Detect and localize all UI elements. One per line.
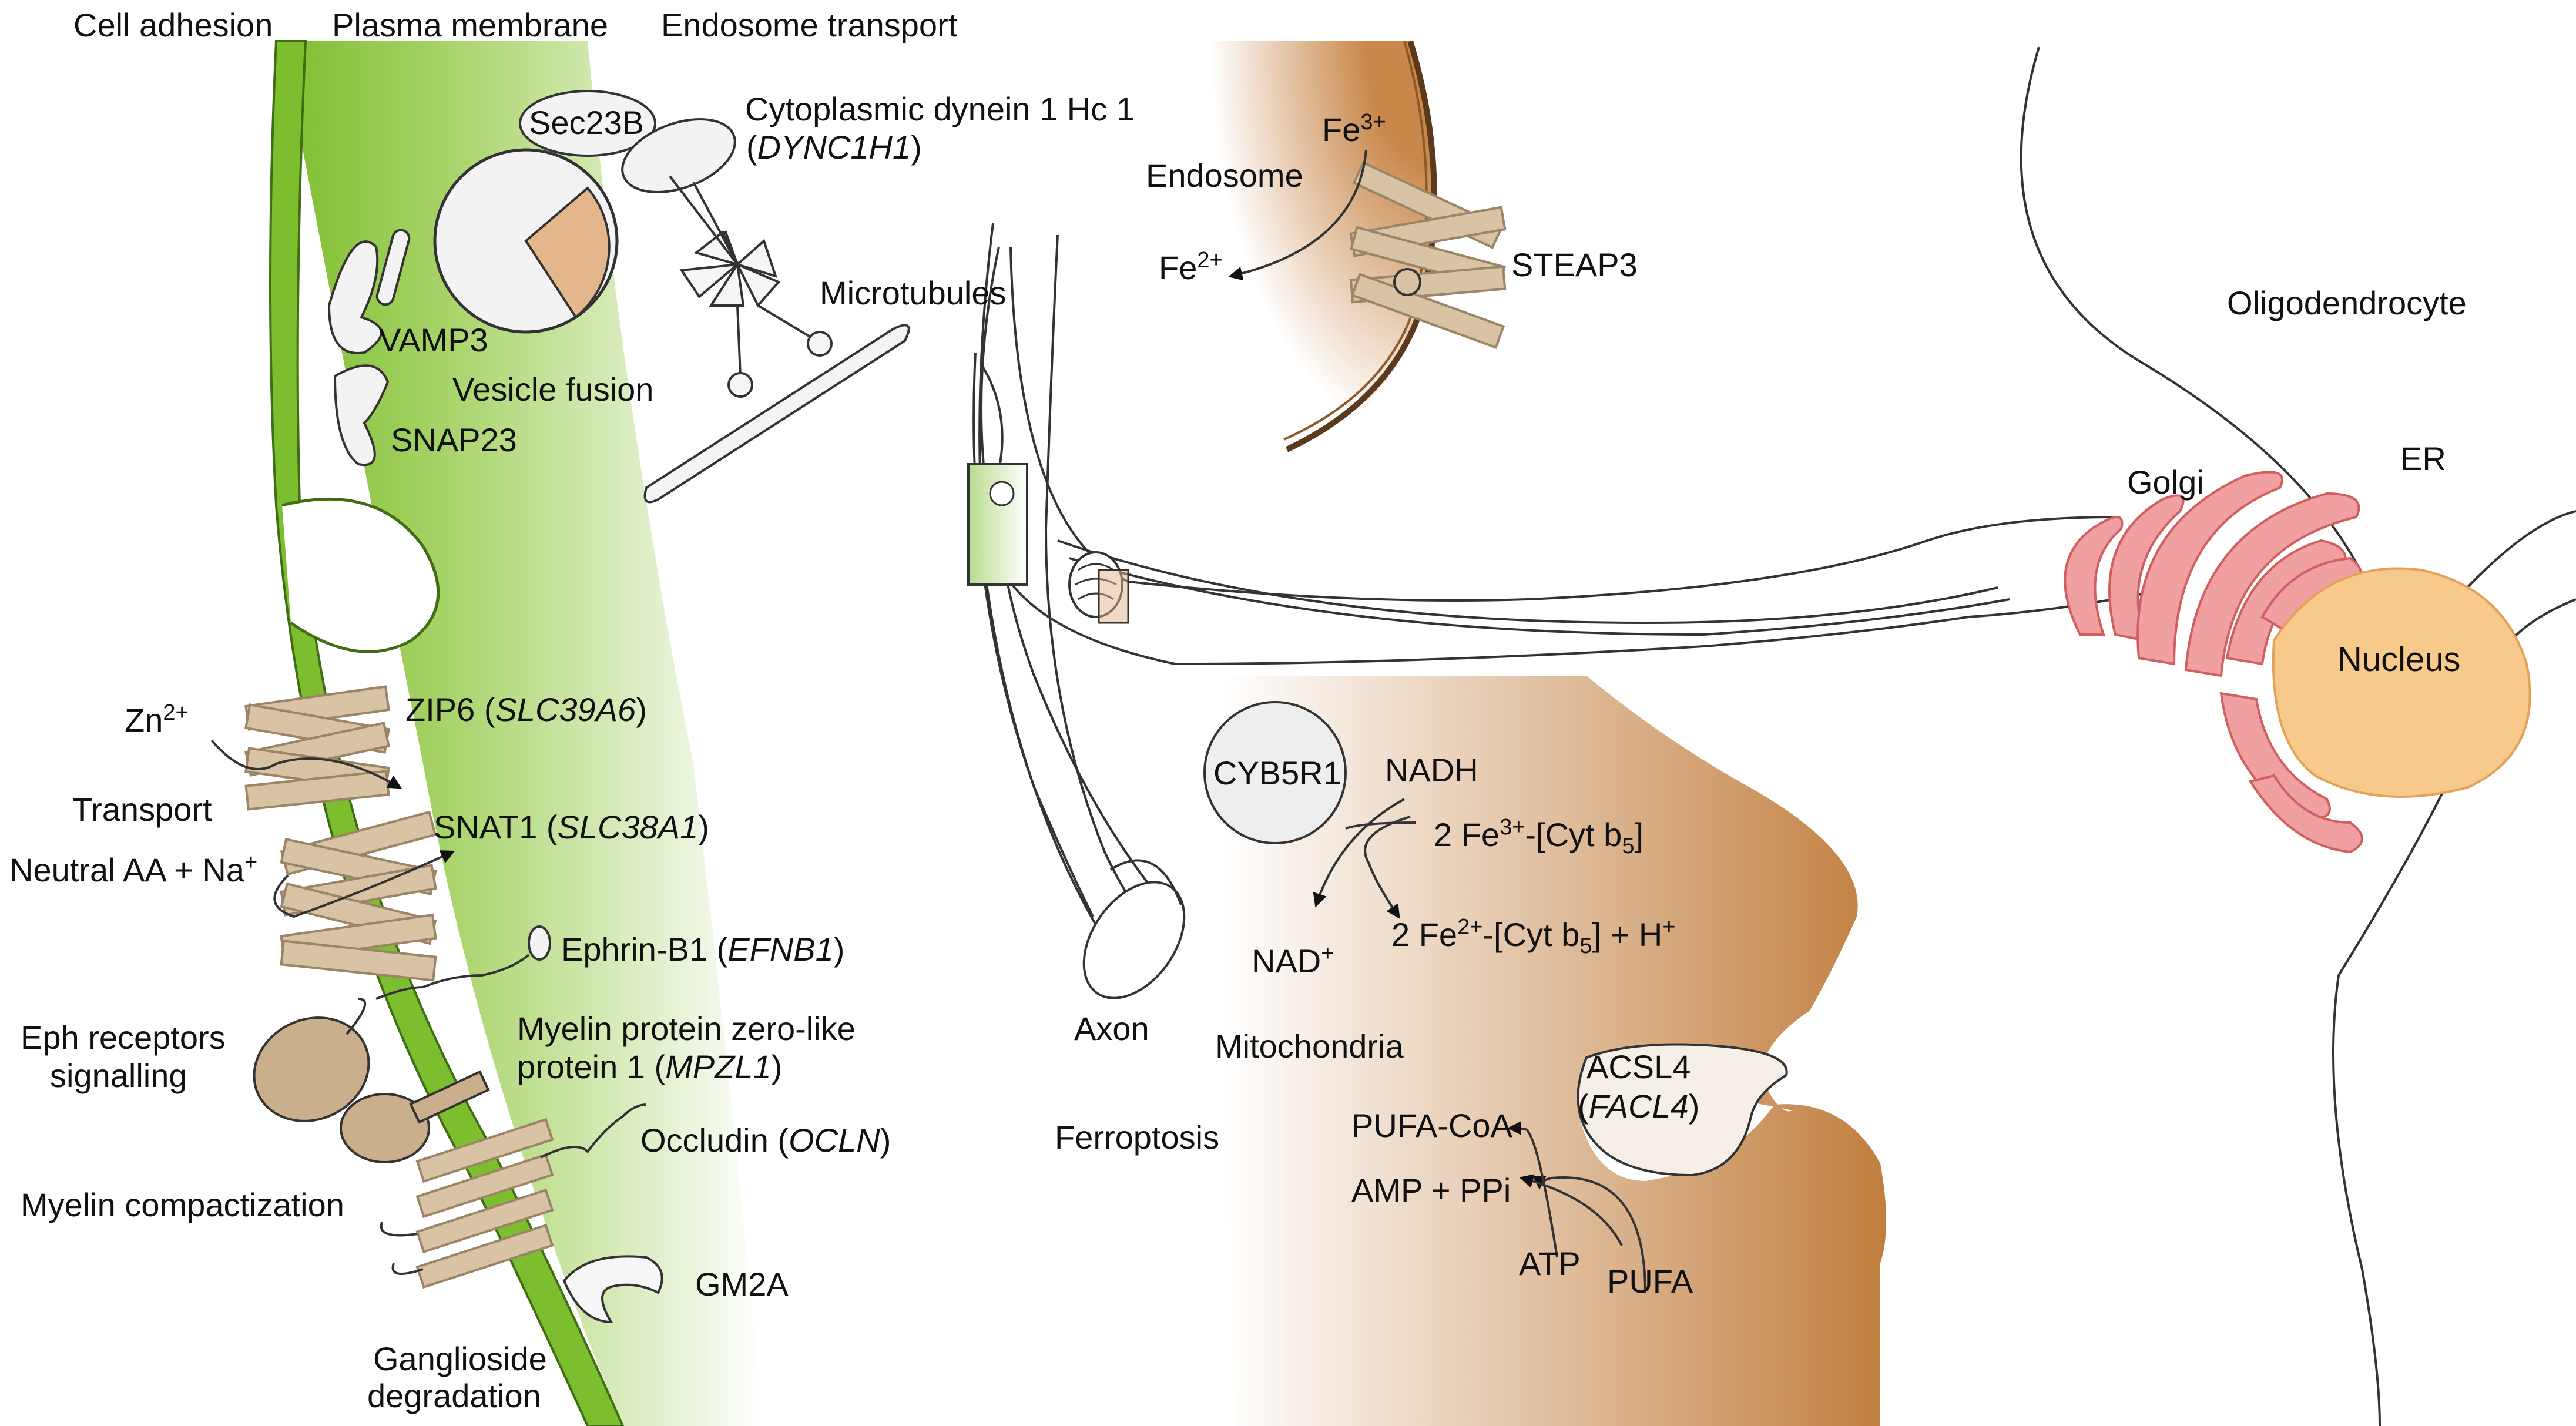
endocytic-pit bbox=[281, 497, 440, 653]
dynein-gene-label: (DYNC1H1) bbox=[746, 129, 922, 166]
amp-ppi-label: AMP + PPi bbox=[1351, 1172, 1511, 1209]
occludin bbox=[380, 1103, 647, 1289]
mpzl1-label-line2: protein 1 (MPZL1) bbox=[517, 1048, 782, 1085]
occludin-label: Occludin (OCLN) bbox=[640, 1122, 891, 1159]
dynein-name-label: Cytoplasmic dynein 1 Hc 1 bbox=[745, 90, 1135, 127]
zip6-label: ZIP6 (SLC39A6) bbox=[405, 691, 647, 728]
pufa-coa-label: PUFA-CoA bbox=[1351, 1107, 1512, 1144]
cell-adhesion-label: Cell adhesion bbox=[73, 6, 273, 43]
vamp3-label: VAMP3 bbox=[379, 321, 488, 358]
nucleus-label: Nucleus bbox=[2337, 640, 2461, 679]
eph-label-line2: signalling bbox=[50, 1057, 187, 1094]
eph-receptor bbox=[253, 998, 370, 1122]
cyb5r1-label: CYB5R1 bbox=[1213, 754, 1341, 791]
mpzl1-protein bbox=[340, 1070, 490, 1163]
axon-left bbox=[978, 223, 1106, 941]
endosome bbox=[1210, 40, 1507, 452]
fe2-cyt-b5-label: 2 Fe2+-[Cyt b5] + H+ bbox=[1391, 915, 1675, 958]
mito-callout bbox=[1068, 551, 1129, 624]
mito-gradient bbox=[1222, 676, 1886, 1426]
membrane-callout-dot bbox=[989, 481, 1015, 506]
snap23-label: SNAP23 bbox=[391, 421, 517, 458]
process-bottom bbox=[980, 246, 2145, 666]
axon-end bbox=[1082, 881, 1186, 999]
er-2 bbox=[2184, 492, 2360, 677]
vamp3-shape bbox=[327, 240, 383, 354]
acsl4-pocket bbox=[1577, 1043, 1788, 1177]
transport-label: Transport bbox=[72, 791, 212, 828]
ganglioside-label-line2: degradation bbox=[367, 1377, 541, 1414]
snat1-label: SNAT1 (SLC38A1) bbox=[434, 808, 709, 845]
sec23b-label: Sec23B bbox=[529, 104, 644, 141]
endosome-transport-label: Endosome transport bbox=[661, 6, 958, 43]
process-top bbox=[1009, 246, 2116, 602]
er-6 bbox=[2248, 774, 2363, 854]
ferroptosis-label: Ferroptosis bbox=[1055, 1119, 1219, 1156]
cyb5r1-shape bbox=[1203, 701, 1347, 844]
golgi-1 bbox=[2064, 516, 2124, 636]
oligodendrocyte-cell bbox=[972, 46, 2576, 1426]
ephrin-label: Ephrin-B1 (EFNB1) bbox=[561, 931, 844, 968]
myelin-sheath-outer bbox=[980, 363, 1176, 918]
atp-label: ATP bbox=[1519, 1245, 1581, 1282]
er-5 bbox=[2219, 692, 2331, 819]
acsl4-label: ACSL4 bbox=[1586, 1048, 1690, 1085]
endosome-fe3-label: Fe3+ bbox=[1322, 110, 1386, 148]
nad-label: NAD+ bbox=[1252, 941, 1334, 979]
mitochondria-label: Mitochondria bbox=[1215, 1028, 1404, 1065]
sec23b-shape bbox=[519, 90, 656, 157]
zn-label: Zn2+ bbox=[125, 700, 189, 739]
golgi-label: Golgi bbox=[2127, 464, 2204, 501]
dynein-head bbox=[621, 118, 736, 193]
dynein-motor bbox=[669, 175, 833, 398]
mito-reaction-arrows bbox=[1313, 798, 1646, 1293]
er-1 bbox=[2136, 471, 2283, 666]
mitochondria-region bbox=[1203, 676, 1886, 1426]
snap23-shape bbox=[333, 364, 390, 467]
myelin-compaction-label: Myelin compactization bbox=[21, 1186, 344, 1223]
snat1-transporter bbox=[280, 810, 437, 982]
plasma-membrane-region bbox=[269, 40, 764, 1426]
er-label: ER bbox=[2400, 440, 2446, 477]
endosome-body bbox=[1210, 41, 1434, 447]
vesicle-cargo bbox=[524, 186, 611, 319]
vamp3-rod bbox=[375, 229, 411, 306]
ephrin-b1 bbox=[375, 925, 551, 1000]
facl4-label: (FACL4) bbox=[1578, 1088, 1699, 1125]
ganglioside-label-line1: Ganglioside bbox=[373, 1340, 547, 1377]
vesicle-fusion-label: Vesicle fusion bbox=[452, 371, 653, 408]
plasma-membrane-label: Plasma membrane bbox=[332, 6, 608, 43]
oligodendrocyte-label: Oligodendrocyte bbox=[2227, 284, 2467, 321]
fe3-cyt-b5-label: 2 Fe3+-[Cyt b5] bbox=[1434, 815, 1643, 858]
nadh-label: NADH bbox=[1385, 751, 1478, 789]
pufa-label: PUFA bbox=[1607, 1263, 1693, 1300]
microtubules-label: Microtubules bbox=[820, 274, 1006, 311]
microtubule bbox=[643, 324, 910, 504]
transport-arrows bbox=[210, 739, 455, 918]
membrane-gradient bbox=[282, 41, 764, 1426]
steap3-transporter bbox=[1349, 161, 1507, 349]
axon-label: Axon bbox=[1074, 1010, 1149, 1047]
golgi-2 bbox=[2108, 494, 2185, 642]
steap3-label: STEAP3 bbox=[1511, 246, 1638, 283]
endosome-fe2-label: Fe2+ bbox=[1159, 248, 1223, 286]
mpzl1-label-line1: Myelin protein zero-like bbox=[517, 1010, 856, 1047]
neutral-aa-label: Neutral AA + Na+ bbox=[9, 850, 257, 888]
gm2a-shape bbox=[562, 1255, 663, 1324]
eph-label-line1: Eph receptors bbox=[21, 1019, 226, 1056]
membrane-callout-box bbox=[967, 463, 1028, 586]
endosome-label: Endosome bbox=[1146, 157, 1303, 194]
vesicle bbox=[433, 90, 736, 334]
zip6-transporter bbox=[244, 685, 390, 811]
snare-proteins bbox=[327, 229, 411, 467]
gm2a-label: GM2A bbox=[695, 1266, 789, 1303]
fe-reduction-arrow bbox=[1228, 149, 1367, 281]
nucleus-shape bbox=[2272, 567, 2531, 798]
